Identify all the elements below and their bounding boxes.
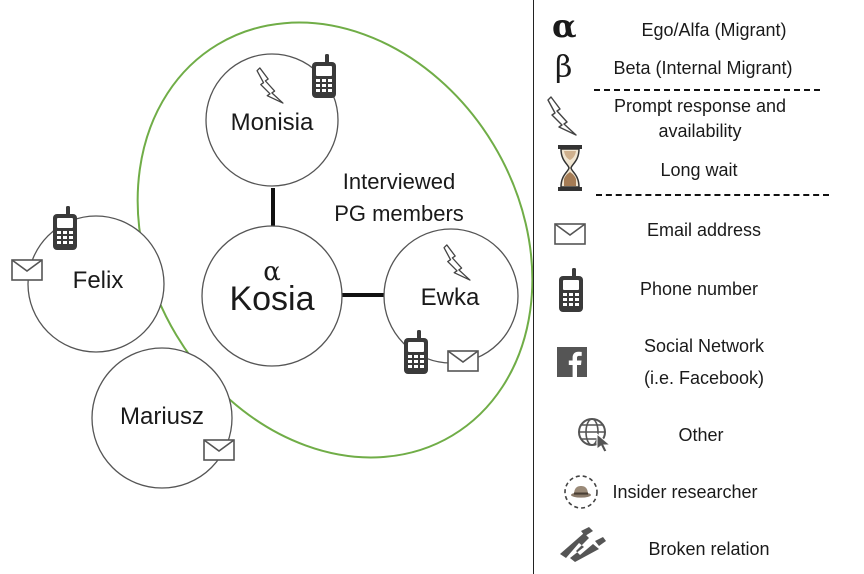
- legend-social-label-line1: Social Network: [643, 336, 765, 356]
- legend-globe-cursor-icon: [578, 418, 612, 453]
- mariusz-envelope-icon: [203, 439, 235, 461]
- interviewed-group-outline: [136, 21, 533, 459]
- node-kosia-label: Kosia: [229, 280, 314, 318]
- legend-prompt-label-line1: Prompt response and: [613, 96, 787, 116]
- node-monisia[interactable]: [205, 53, 339, 187]
- node-mariusz[interactable]: [91, 347, 233, 489]
- legend-insider-label: Insider researcher: [612, 482, 758, 502]
- node-felix[interactable]: [27, 215, 165, 353]
- node-felix-label: Felix: [73, 267, 124, 294]
- network-diagram: Monisia α Kosia Ewka Felix Mariusz Inter…: [11, 21, 533, 489]
- legend-divider-bottom: [596, 194, 829, 196]
- legend-broken-relation-icon: [560, 527, 606, 562]
- legend-prompt-label-line2: availability: [658, 121, 742, 141]
- legend-beta-symbol: β: [555, 50, 573, 85]
- legend-panel: α Ego/Alfa (Migrant) β Beta (Internal Mi…: [533, 0, 864, 574]
- node-monisia-label: Monisia: [231, 109, 314, 136]
- legend-long-wait-label: Long wait: [660, 160, 738, 180]
- legend-insider-hat-icon: [564, 475, 598, 509]
- legend-phone-label: Phone number: [639, 279, 759, 299]
- ewka-envelope-icon: [447, 350, 479, 372]
- legend-social-label-line2: (i.e. Facebook): [643, 368, 765, 388]
- monisia-mobile-phone-icon: [312, 54, 336, 98]
- legend-envelope-icon: [554, 223, 586, 245]
- felix-envelope-icon: [11, 259, 43, 281]
- legend-email-label: Email address: [646, 220, 762, 240]
- legend-alpha-symbol: α: [552, 7, 577, 45]
- felix-mobile-phone-icon: [53, 206, 77, 250]
- group-label-line2: PG members: [334, 201, 464, 226]
- legend-mobile-phone-icon: [559, 268, 583, 312]
- legend-beta-label: Beta (Internal Migrant): [613, 58, 793, 78]
- node-ewka-label: Ewka: [421, 284, 480, 311]
- legend-broken-relation-label: Broken relation: [648, 539, 770, 559]
- legend-alpha-label: Ego/Alfa (Migrant): [641, 20, 787, 40]
- legend-facebook-icon: [557, 347, 587, 377]
- legend-lightning-icon: [547, 96, 577, 136]
- node-kosia-symbol: α: [263, 257, 281, 287]
- group-label-line1: Interviewed: [343, 169, 456, 194]
- node-kosia[interactable]: [201, 225, 343, 367]
- legend-other-label: Other: [678, 425, 724, 445]
- legend-divider-top: [594, 89, 820, 91]
- node-mariusz-label: Mariusz: [120, 403, 204, 430]
- legend-hourglass-icon: [558, 145, 582, 191]
